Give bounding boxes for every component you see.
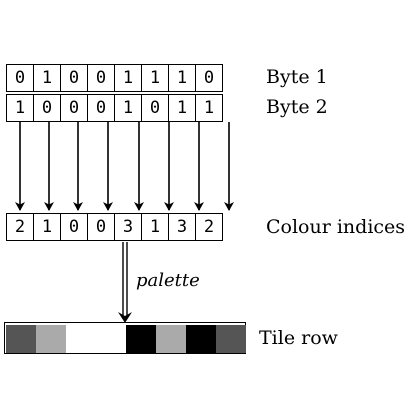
tile-pixel — [36, 325, 66, 353]
byte2-bit: 1 — [195, 94, 223, 122]
colour-index: 1 — [141, 213, 169, 241]
colour-index: 2 — [195, 213, 223, 241]
tile-row-label: Tile row — [259, 327, 338, 349]
byte2-bit: 0 — [33, 94, 61, 122]
tile-pixel — [126, 325, 156, 353]
byte1-bit: 0 — [6, 64, 34, 92]
tile-row — [4, 322, 246, 354]
tile-pixel — [96, 325, 126, 353]
byte1-label: Byte 1 — [266, 66, 328, 88]
tile-pixel — [156, 325, 186, 353]
colour-indices-label: Colour indices — [266, 216, 406, 238]
byte1-bit: 1 — [168, 64, 196, 92]
palette-arrow — [118, 242, 132, 323]
colour-index: 3 — [168, 213, 196, 241]
byte2-row: 1 0 0 0 1 0 1 1 — [6, 94, 223, 122]
byte1-bit: 0 — [195, 64, 223, 92]
byte1-row: 0 1 0 0 1 1 1 0 — [6, 64, 223, 92]
colour-index: 3 — [114, 213, 142, 241]
byte1-bit: 1 — [114, 64, 142, 92]
tile-pixel — [66, 325, 96, 353]
colour-index: 0 — [87, 213, 115, 241]
byte1-bit: 1 — [141, 64, 169, 92]
byte2-bit: 1 — [168, 94, 196, 122]
byte2-bit: 0 — [141, 94, 169, 122]
colour-index: 1 — [33, 213, 61, 241]
byte2-bit: 1 — [6, 94, 34, 122]
tile-pixel — [6, 325, 36, 353]
tile-pixel — [186, 325, 216, 353]
colour-index: 0 — [60, 213, 88, 241]
byte2-bit: 0 — [60, 94, 88, 122]
byte2-label: Byte 2 — [266, 96, 328, 118]
colour-indices-row: 2 1 0 0 3 1 3 2 — [6, 213, 223, 241]
byte1-bit: 1 — [33, 64, 61, 92]
palette-label: palette — [136, 270, 200, 291]
tile-pixel — [216, 325, 246, 353]
colour-index: 2 — [6, 213, 34, 241]
